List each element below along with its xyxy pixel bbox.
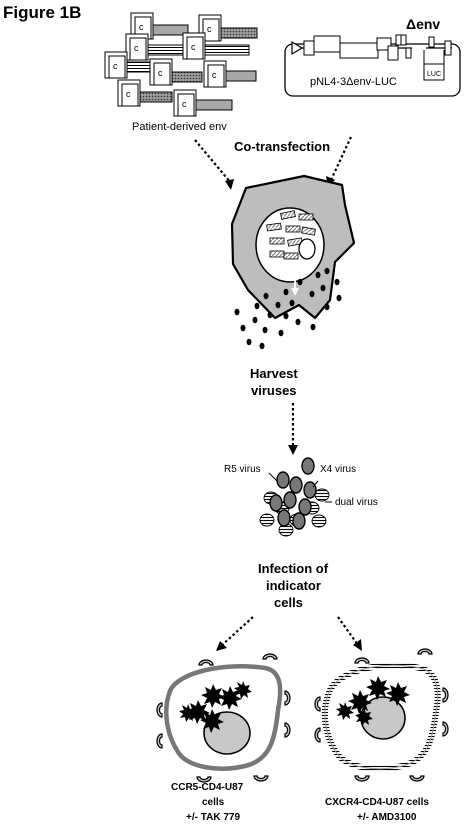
figure-title: Figure 1B [3,3,81,22]
env-clone [125,33,191,61]
infection-arrows [216,616,362,651]
dual-virus-label: dual virus [335,497,378,508]
infection-label-line2: indicator [266,578,321,593]
env-clone [198,14,258,42]
harvest-label-line1: Harvest [250,366,298,381]
x4-virus-label: X4 virus [320,464,356,475]
env-clone [203,60,257,88]
harvest-arrow [288,403,298,455]
cotransfection-label: Co-transfection [234,139,330,154]
released-virions [234,267,342,350]
infection-label-line1: Infection of [258,561,329,576]
plasmid-map [284,34,461,97]
harvest-label-line2: viruses [251,383,297,398]
plasmid-name: pNL4-3Δenv-LUC [310,76,397,88]
r5-virus-label: R5 virus [224,464,261,475]
env-clone [173,89,233,117]
infection-label-line3: cells [274,595,303,610]
producer-cell [230,174,356,320]
cxcr4-cells-label-line2: +/- AMD3100 [357,812,417,823]
ccr5-indicator-cell [156,653,291,783]
ccr5-cells-label-line1: CCR5-CD4-U87 [171,782,244,793]
env-clone [130,12,189,40]
env-library [104,12,258,117]
ccr5-cells-label-line2: cells [202,797,225,808]
env-clone [117,79,173,107]
cxcr4-indicator-cell [314,648,449,782]
luc-label: LUC [427,71,441,78]
delta-env-label: Δenv [406,16,440,32]
env-library-label: Patient-derived env [132,121,227,133]
env-clone [149,58,203,86]
cxcr4-cells-label-line1: CXCR4-CD4-U87 cells [325,797,429,808]
ccr5-cells-label-line3: +/- TAK 779 [186,812,240,823]
env-clone [182,32,250,60]
virus-mixture [259,457,332,537]
